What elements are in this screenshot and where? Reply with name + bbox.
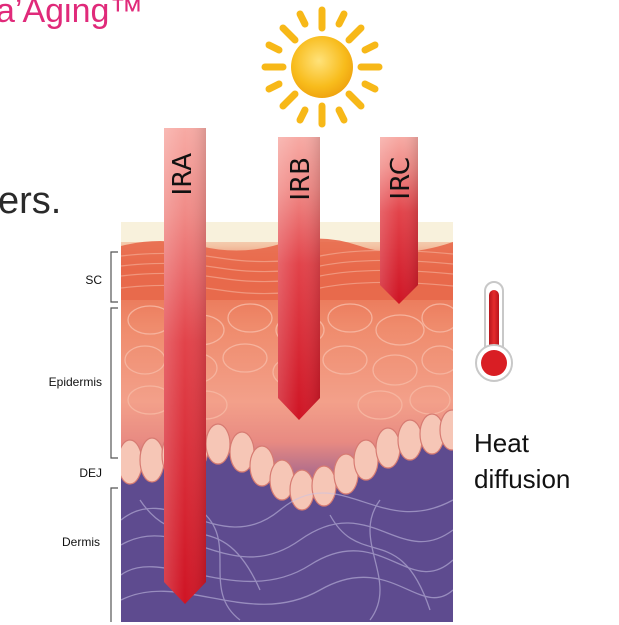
layer-label-dermis: Dermis xyxy=(62,535,100,549)
layer-label-dej: DEJ xyxy=(79,466,102,480)
beam-label-ira: IRA xyxy=(168,153,198,196)
thermometer-icon xyxy=(475,281,513,382)
layer-label-epidermis: Epidermis xyxy=(48,375,102,389)
beam-irb-shade xyxy=(278,137,320,420)
heat-diffusion-label: Heat diffusion xyxy=(474,425,570,497)
heat-label-line1: Heat xyxy=(474,428,529,458)
body-text-fragment: ers. xyxy=(0,180,62,222)
beam-irc-shade xyxy=(380,137,418,304)
beam-ira-shade xyxy=(164,128,206,604)
heat-label-line2: diffusion xyxy=(474,464,571,494)
beams-layer xyxy=(164,128,418,604)
sun-icon xyxy=(261,6,383,128)
layer-brackets xyxy=(110,251,118,622)
beam-label-irc: IRC xyxy=(386,157,416,200)
presentation-title-fragment: a’Aging™ xyxy=(0,0,144,30)
layer-label-sc: SC xyxy=(85,273,102,287)
beam-label-irb: IRB xyxy=(286,157,316,201)
